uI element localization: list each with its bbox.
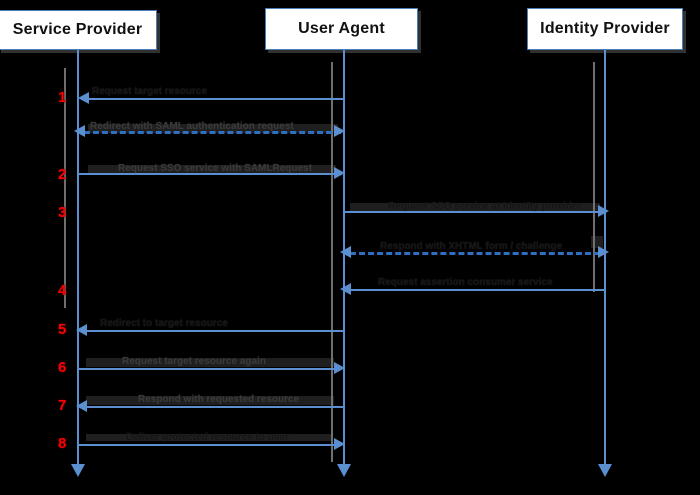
actor-box-identity-provider: Identity Provider	[527, 8, 683, 50]
lifeline-shadow-identity-provider	[593, 62, 595, 292]
lifeline-shadow-service-provider	[64, 68, 66, 308]
actor-box-user-agent: User Agent	[265, 8, 418, 50]
message-line-4	[345, 211, 602, 213]
message-arrowhead-8	[334, 362, 345, 374]
step-number-3: 3	[58, 204, 67, 221]
message-line-2	[84, 131, 341, 134]
message-label-6: Request assertion consumer service	[378, 277, 553, 288]
message-label-strip-8	[86, 358, 334, 367]
message-arrowhead-4	[598, 205, 609, 217]
message-line-5	[350, 252, 600, 255]
step-number-8: 8	[58, 435, 67, 452]
message-line-8	[78, 368, 336, 370]
lifeline-shadow-user-agent	[331, 62, 333, 462]
step-number-5: 5	[58, 321, 67, 338]
actor-box-service-provider: Service Provider	[0, 10, 157, 50]
message-arrowhead-5-left	[340, 246, 351, 258]
message-line-6	[348, 289, 604, 291]
message-label-5: Respond with XHTML form / challenge	[380, 241, 563, 252]
actor-label-identity-provider: Identity Provider	[540, 20, 670, 37]
step-number-7: 7	[58, 397, 67, 414]
message-label-strip-2	[88, 124, 338, 133]
lifeline-end-arrow-user-agent	[337, 464, 351, 477]
step-number-4: 4	[58, 282, 67, 299]
message-label-strip-9	[86, 396, 334, 405]
message-arrowhead-9	[76, 400, 87, 412]
message-label-10: Deliver protected resource to user	[126, 432, 289, 443]
step-number-6: 6	[58, 359, 67, 376]
message-label-strip-4	[350, 203, 600, 212]
message-label-9: Respond with requested resource	[138, 394, 300, 405]
message-label-strip-3	[88, 165, 336, 174]
step-number-2: 2	[58, 166, 67, 183]
lifeline-service-provider	[77, 50, 79, 465]
message-label-7: Redirect to target resource	[100, 318, 228, 329]
message-label-4: Request SSO service at identity provider	[388, 201, 582, 212]
message-arrowhead-1	[78, 92, 89, 104]
message-label-8: Request target resource again	[122, 356, 266, 367]
actor-label-user-agent: User Agent	[298, 20, 385, 37]
message-label-strip-5	[591, 236, 603, 248]
message-line-10	[78, 444, 336, 446]
message-arrowhead-7	[76, 324, 87, 336]
message-label-1: Request target resource	[92, 86, 208, 97]
message-line-7	[82, 330, 343, 332]
message-label-3: Request SSO service with SAMLRequest	[118, 163, 312, 174]
message-line-1	[82, 98, 343, 100]
message-line-3	[78, 173, 336, 175]
step-number-1: 1	[58, 89, 67, 106]
message-arrowhead-3	[334, 167, 345, 179]
actor-label-service-provider: Service Provider	[12, 21, 143, 38]
lifeline-end-arrow-service-provider	[71, 464, 85, 477]
message-label-strip-10	[86, 434, 332, 441]
message-arrowhead-5-right	[598, 246, 609, 258]
message-line-9	[84, 406, 343, 408]
message-arrowhead-10	[334, 438, 345, 450]
message-arrowhead-2-left	[74, 125, 85, 137]
message-arrowhead-6	[340, 283, 351, 295]
message-label-2: Redirect with SAML authentication reques…	[90, 121, 294, 132]
message-arrowhead-2-right	[334, 125, 345, 137]
lifeline-end-arrow-identity-provider	[598, 464, 612, 477]
